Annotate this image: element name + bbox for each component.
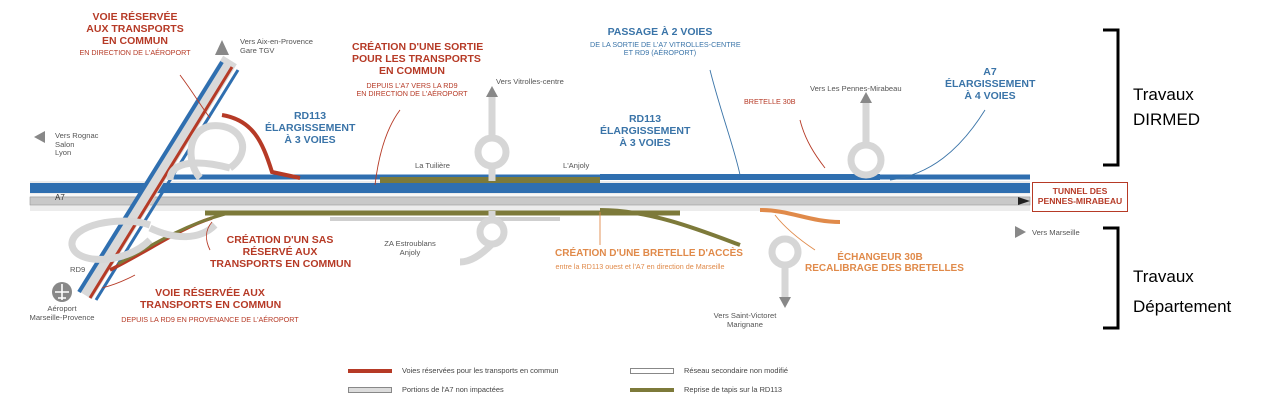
- legend-label: Reprise de tapis sur la RD113: [684, 385, 783, 394]
- legend-item-a7: Portions de l'A7 non impactées: [348, 385, 504, 394]
- interchange-loops: [68, 122, 246, 263]
- label-marseille: Vers Marseille: [1032, 228, 1080, 237]
- leader-lines: [101, 69, 986, 289]
- label-passage: PASSAGE À 2 VOIES: [607, 26, 713, 38]
- a7-motorway: [29, 181, 1031, 211]
- legend-swatch-outline: [630, 367, 674, 374]
- rd113-south: [205, 208, 841, 247]
- legend-label: Réseau secondaire non modifié: [684, 366, 788, 375]
- label-tuiliere: La Tuilière: [415, 161, 451, 170]
- label-bretelle-acces-sub: entre la RD113 ouest et l'A7 en directio…: [555, 262, 725, 271]
- legend-label: Voies réservées pour les transports en c…: [402, 366, 559, 375]
- label-pennes: Vers Les Pennes-Mirabeau: [810, 84, 902, 93]
- legend-label: Portions de l'A7 non impactées: [402, 385, 504, 394]
- legend-item-secondary: Réseau secondaire non modifié: [630, 366, 788, 375]
- label-a7: A7: [55, 193, 65, 202]
- label-rd9: RD9: [70, 265, 86, 274]
- roundabouts: [459, 95, 885, 300]
- label-bretelle-acces: CRÉATION D'UNE BRETELLE D'ACCÈS: [555, 248, 743, 259]
- legend-item-olive: Reprise de tapis sur la RD113: [630, 385, 782, 394]
- legend-swatch-gray: [348, 386, 392, 393]
- label-anjoly: L'Anjoly: [563, 161, 590, 170]
- side-brackets: [1103, 28, 1120, 330]
- direction-arrows: [34, 86, 1026, 308]
- label-vitrolles: Vers Vitrolles-centre: [496, 77, 564, 86]
- label-voie-reservee-top-sub: EN DIRECTION DE L'AÉROPORT: [79, 48, 191, 57]
- airport-icon: [52, 282, 72, 302]
- legend-swatch-red: [348, 368, 392, 373]
- legend-item-reserved: Voies réservées pour les transports en c…: [348, 366, 559, 375]
- legend-swatch-olive: [630, 387, 674, 392]
- label-bretelle-30b: BRETELLE 30B: [744, 97, 796, 106]
- label-voie-reservee-bottom-sub: DEPUIS LA RD9 EN PROVENANCE DE L'AÉROPOR…: [121, 315, 299, 324]
